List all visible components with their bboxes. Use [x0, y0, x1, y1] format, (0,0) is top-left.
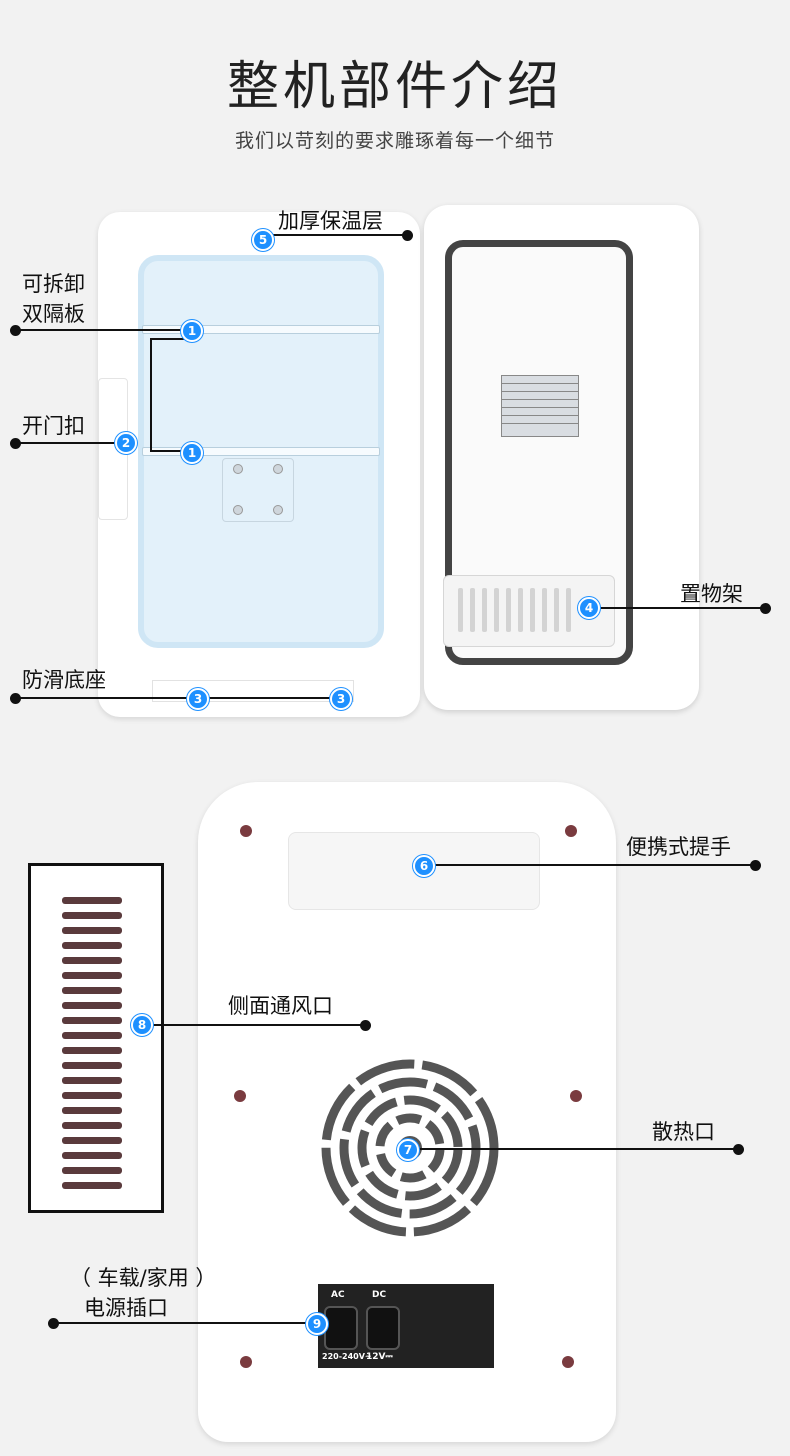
- door-rack: [443, 575, 615, 647]
- screw-icon: [273, 505, 283, 515]
- dc-socket-icon[interactable]: [366, 1306, 400, 1350]
- callout-dot: [760, 603, 771, 614]
- dc-label: DC: [372, 1290, 387, 1300]
- screw-hole: [570, 1090, 582, 1102]
- callout-badge-6: 6: [413, 855, 435, 877]
- callout-line: [16, 329, 188, 331]
- page-subtitle: 我们以苛刻的要求雕琢着每一个细节: [234, 130, 555, 152]
- callout-dot: [10, 438, 21, 449]
- callout-dot: [10, 325, 21, 336]
- callout-badge-3: 3: [330, 688, 352, 710]
- latch-label: 开门扣: [22, 414, 85, 438]
- shelf-label-line1: 可拆卸: [22, 272, 85, 296]
- shelf-label-line2: 双隔板: [22, 302, 85, 326]
- callout-badge-2: 2: [115, 432, 137, 454]
- shelf-lower: [142, 447, 380, 456]
- callout-line: [142, 1024, 366, 1026]
- callout-badge-1: 1: [181, 320, 203, 342]
- callout-line: [590, 607, 766, 609]
- base-label: 防滑底座: [22, 668, 106, 692]
- inner-vent-plate: [222, 458, 294, 522]
- screw-hole: [565, 825, 577, 837]
- callout-line: [150, 338, 190, 340]
- side-vent-label: 侧面通风口: [228, 994, 333, 1018]
- handle-label: 便携式提手: [626, 835, 731, 859]
- callout-dot: [733, 1144, 744, 1155]
- callout-line: [150, 450, 190, 452]
- power-port-panel: AC DC 220-240V~ 12V⎓: [318, 1284, 494, 1368]
- rating-placard: [501, 375, 579, 437]
- heat-vent-label: 散热口: [652, 1120, 715, 1144]
- screw-hole: [240, 1356, 252, 1368]
- callout-dot: [750, 860, 761, 871]
- callout-dot: [10, 693, 21, 704]
- callout-bracket: [150, 338, 152, 450]
- callout-badge-9: 9: [306, 1313, 328, 1335]
- callout-badge-5: 5: [252, 229, 274, 251]
- power-label-line1: （ 车载/家用 ）: [70, 1266, 217, 1290]
- callout-line: [16, 697, 346, 699]
- screw-icon: [233, 464, 243, 474]
- power-label-line2: 电源插口: [84, 1296, 168, 1320]
- callout-dot: [48, 1318, 59, 1329]
- screw-hole: [562, 1356, 574, 1368]
- callout-badge-1: 1: [181, 442, 203, 464]
- callout-badge-8: 8: [131, 1014, 153, 1036]
- callout-line: [54, 1322, 316, 1324]
- callout-line: [424, 864, 758, 866]
- insulation-label: 加厚保温层: [278, 209, 383, 233]
- ac-rating: 220-240V~: [322, 1352, 372, 1361]
- screw-hole: [234, 1090, 246, 1102]
- page-title: 整机部件介绍: [226, 57, 563, 117]
- side-vent-grille: [62, 897, 122, 1189]
- callout-line: [408, 1148, 738, 1150]
- screw-icon: [273, 464, 283, 474]
- callout-line: [16, 442, 118, 444]
- callout-badge-7: 7: [397, 1139, 419, 1161]
- callout-dot: [402, 230, 413, 241]
- callout-dot: [360, 1020, 371, 1031]
- screw-icon: [233, 505, 243, 515]
- rack-label: 置物架: [680, 582, 743, 606]
- callout-badge-3: 3: [187, 688, 209, 710]
- callout-badge-4: 4: [578, 597, 600, 619]
- ac-label: AC: [331, 1290, 345, 1300]
- ac-socket-icon[interactable]: [324, 1306, 358, 1350]
- callout-line: [262, 234, 410, 236]
- dc-rating: 12V⎓: [366, 1352, 393, 1362]
- screw-hole: [240, 825, 252, 837]
